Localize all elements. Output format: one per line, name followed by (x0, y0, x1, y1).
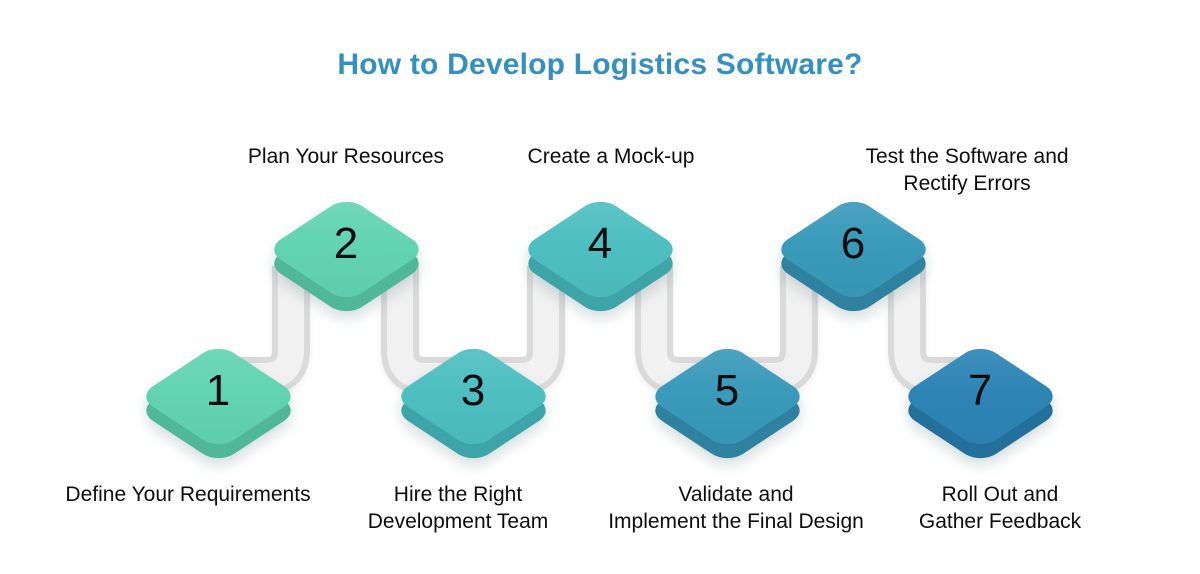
step-number: 3 (460, 366, 486, 415)
step-label-5: Validate and Implement the Final Design (608, 483, 864, 533)
step-label-4: Create a Mock-up (527, 145, 695, 168)
step-label-1: Define Your Requirements (65, 483, 311, 506)
step-number: 6 (840, 219, 866, 268)
step-number: 5 (714, 366, 740, 415)
diagram-title: How to Develop Logistics Software? (337, 48, 863, 81)
step-number: 2 (333, 219, 359, 268)
step-number: 4 (587, 219, 613, 268)
step-number: 1 (205, 366, 231, 415)
step-label-2: Plan Your Resources (247, 145, 445, 168)
connector-ribbon-2-3 (381, 266, 453, 395)
connector-ribbon-3-4 (493, 266, 565, 395)
connector-ribbon-1-2 (238, 266, 310, 395)
step-label-3: Hire the Right Development Team (367, 483, 549, 533)
step-label-7: Roll Out and Gather Feedback (918, 483, 1082, 533)
step-number: 7 (967, 366, 993, 415)
connector-ribbon-4-5 (635, 266, 707, 395)
step-label-6: Test the Software and Rectify Errors (865, 145, 1069, 195)
connector-ribbon-6-7 (888, 266, 960, 395)
connector-ribbon-5-6 (747, 266, 818, 395)
